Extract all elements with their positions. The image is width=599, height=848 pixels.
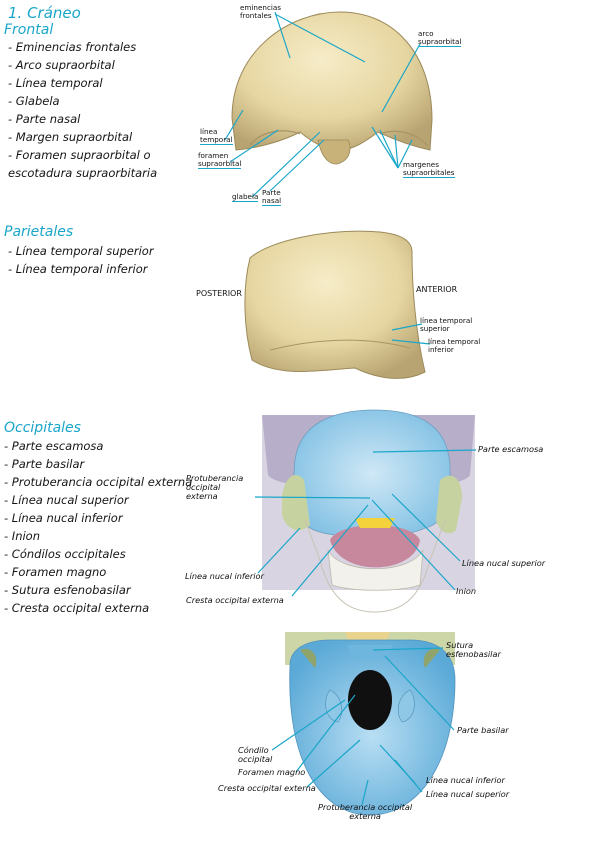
section-title-parietales: Parietales: [4, 224, 74, 240]
list-item: - Cresta occipital externa: [4, 601, 150, 615]
label-margenes-supraorbitales: margenes supraorbitales: [403, 160, 455, 178]
label-linea-nucal-inferior-inf: Línea nucal inferior: [426, 775, 505, 785]
list-item: - Inion: [4, 529, 41, 543]
label-parte-nasal: Parte nasal: [262, 188, 282, 206]
label-arco-supraorbital: arco supraorbital: [418, 29, 462, 47]
list-item: - Línea temporal: [8, 76, 103, 90]
label-foramen-supraorbital: foramen supraorbital: [198, 151, 242, 169]
label-linea-nucal-superior-inf: Línea nucal superior: [426, 789, 510, 799]
label-parte-basilar: Parte basilar: [457, 725, 509, 735]
occipital-posterior-image: [262, 409, 475, 613]
label-linea-temporal-superior: línea temporal superior: [420, 316, 473, 333]
parietal-bone-image: [244, 230, 426, 379]
list-item: - Parte escamosa: [4, 439, 104, 453]
list-item: - Línea nucal inferior: [4, 511, 123, 525]
label-linea-temporal-inferior: línea temporal inferior: [428, 337, 481, 354]
label-glabela: glabela: [232, 192, 259, 202]
list-item: - Eminencias frontales: [8, 40, 137, 54]
label-linea-nucal-inferior: Línea nucal inferior: [185, 571, 264, 581]
occipital-top-leader-lines: [254, 449, 477, 597]
label-linea-temporal: línea temporal: [200, 127, 233, 145]
list-item: - Foramen supraorbital o: [8, 148, 151, 162]
frontal-bone-image: [231, 11, 433, 165]
label-protuberancia-occipital-externa: Protuberancia occipital externa: [186, 473, 244, 501]
label-anterior: ANTERIOR: [416, 285, 458, 294]
list-item: - Foramen magno: [4, 565, 107, 579]
list-item: - Parte nasal: [8, 112, 81, 126]
frontal-leader-lines: [224, 11, 421, 198]
label-sutura-esfenobasilar: Sutura esfenobasilar: [446, 640, 501, 659]
label-cresta-occipital-externa-inf: Cresta occipital externa: [218, 783, 316, 793]
occipital-inferior-image: [285, 632, 456, 816]
section-subtitle-frontal: Frontal: [4, 22, 54, 38]
list-item: - Línea temporal inferior: [8, 262, 148, 276]
list-item: - Glabela: [8, 94, 60, 108]
occipital-bottom-leader-lines: [271, 647, 455, 806]
list-item: - Protuberancia occipital externa: [4, 475, 193, 489]
list-item: - Línea temporal superior: [8, 244, 154, 258]
list-item: escotadura supraorbitaria: [8, 166, 158, 180]
label-foramen-magno: Foramen magno: [238, 767, 306, 777]
list-item: - Margen supraorbital: [8, 130, 133, 144]
list-item: - Sutura esfenobasilar: [4, 583, 131, 597]
label-linea-nucal-superior: Línea nucal superior: [462, 558, 546, 568]
label-eminencias-frontales: eminencias frontales: [240, 3, 282, 20]
label-protuberancia-occipital-externa-inf: Protuberancia occipital externa: [318, 802, 413, 821]
list-item: - Arco supraorbital: [8, 58, 115, 72]
label-parte-escamosa: Parte escamosa: [478, 444, 544, 454]
label-condilo-occipital: Cóndilo occipital: [238, 745, 273, 764]
parietal-leader-lines: [391, 323, 431, 345]
section-title-craneo: 1. Cráneo: [8, 4, 81, 22]
label-posterior: POSTERIOR: [196, 289, 242, 298]
label-cresta-occipital-externa: Cresta occipital externa: [186, 595, 284, 605]
section-title-occipitales: Occipitales: [4, 420, 81, 436]
list-item: - Parte basilar: [4, 457, 85, 471]
label-inion: Inion: [456, 586, 477, 596]
list-item: - Línea nucal superior: [4, 493, 129, 507]
list-item: - Cóndilos occipitales: [4, 547, 126, 561]
